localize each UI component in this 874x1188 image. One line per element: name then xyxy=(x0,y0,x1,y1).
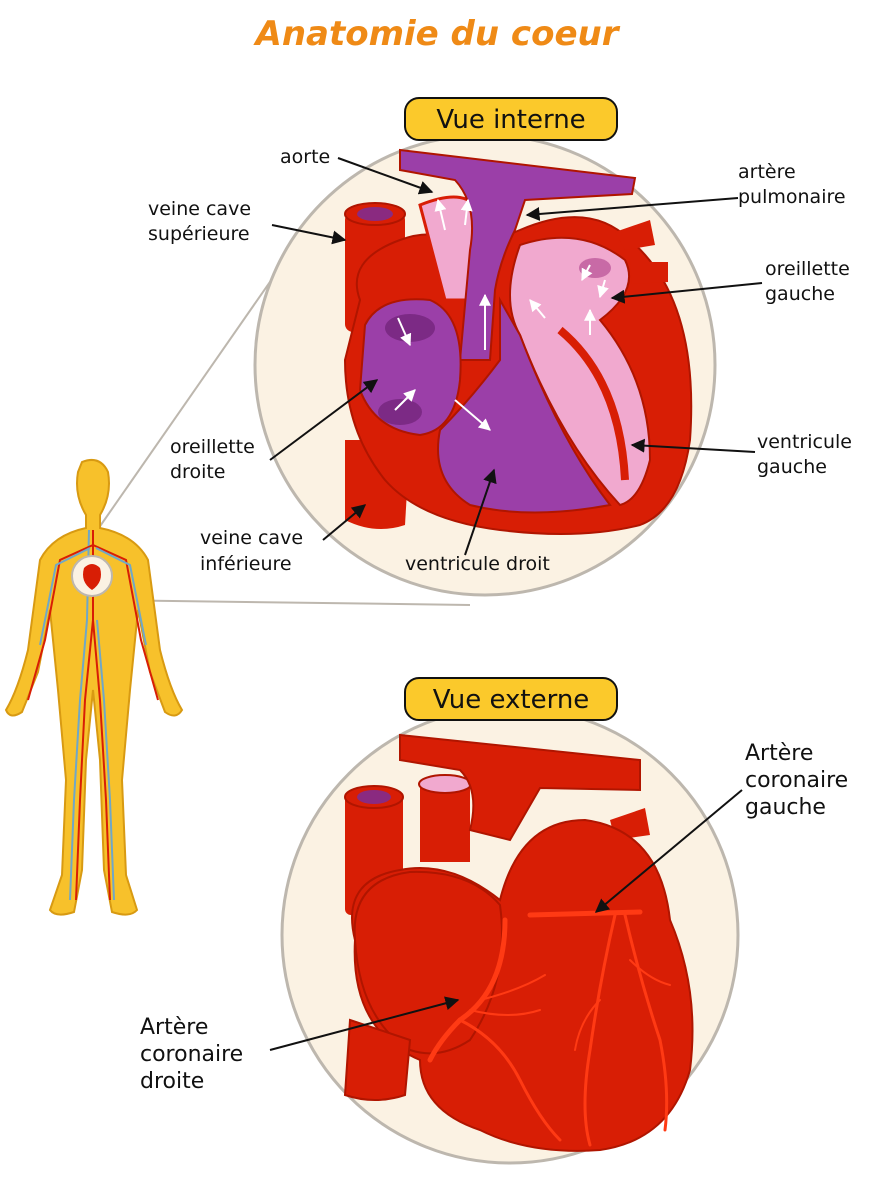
label-artere-coronaire-droite-line1: Artère xyxy=(140,1015,208,1040)
ext-aorta xyxy=(419,775,471,862)
label-ventricule-gauche-line1: ventricule xyxy=(757,431,852,453)
label-oreillette-droite-line1: oreillette xyxy=(170,436,255,458)
label-artere-coronaire-gauche-line3: gauche xyxy=(745,795,826,820)
external-view: Vue externe Artère coronaire gauche Artè… xyxy=(140,678,848,1163)
internal-view-heading: Vue interne xyxy=(436,105,585,135)
label-oreillette-gauche-line1: oreillette xyxy=(765,258,850,280)
external-view-heading: Vue externe xyxy=(433,685,590,715)
label-artere-pulmonaire-line2: pulmonaire xyxy=(738,186,846,208)
label-oreillette-gauche-line2: gauche xyxy=(765,283,835,305)
internal-view: Vue interne aorte artère pulmonaire vein… xyxy=(148,98,852,595)
label-veine-cave-superieure-line2: supérieure xyxy=(148,223,250,245)
label-oreillette-droite-line2: droite xyxy=(170,461,226,483)
label-veine-cave-inferieure-line2: inférieure xyxy=(200,553,292,575)
label-ventricule-gauche-line2: gauche xyxy=(757,456,827,478)
label-artere-coronaire-droite-line3: droite xyxy=(140,1069,204,1094)
valve xyxy=(378,399,422,425)
label-veine-cave-inferieure-line1: veine cave xyxy=(200,527,303,549)
human-body-figure xyxy=(6,460,182,915)
page-title: Anatomie du coeur xyxy=(253,14,621,54)
label-aorte: aorte xyxy=(280,146,330,168)
label-ventricule-droit: ventricule droit xyxy=(405,553,550,575)
label-artere-coronaire-gauche-line1: Artère xyxy=(745,741,813,766)
pulmonary-vein xyxy=(630,262,668,284)
label-artere-coronaire-droite-line2: coronaire xyxy=(140,1042,243,1067)
label-veine-cave-superieure-line1: veine cave xyxy=(148,198,251,220)
label-artere-pulmonaire-line1: artère xyxy=(738,161,796,183)
label-artere-coronaire-gauche-line2: coronaire xyxy=(745,768,848,793)
valve xyxy=(385,314,435,342)
